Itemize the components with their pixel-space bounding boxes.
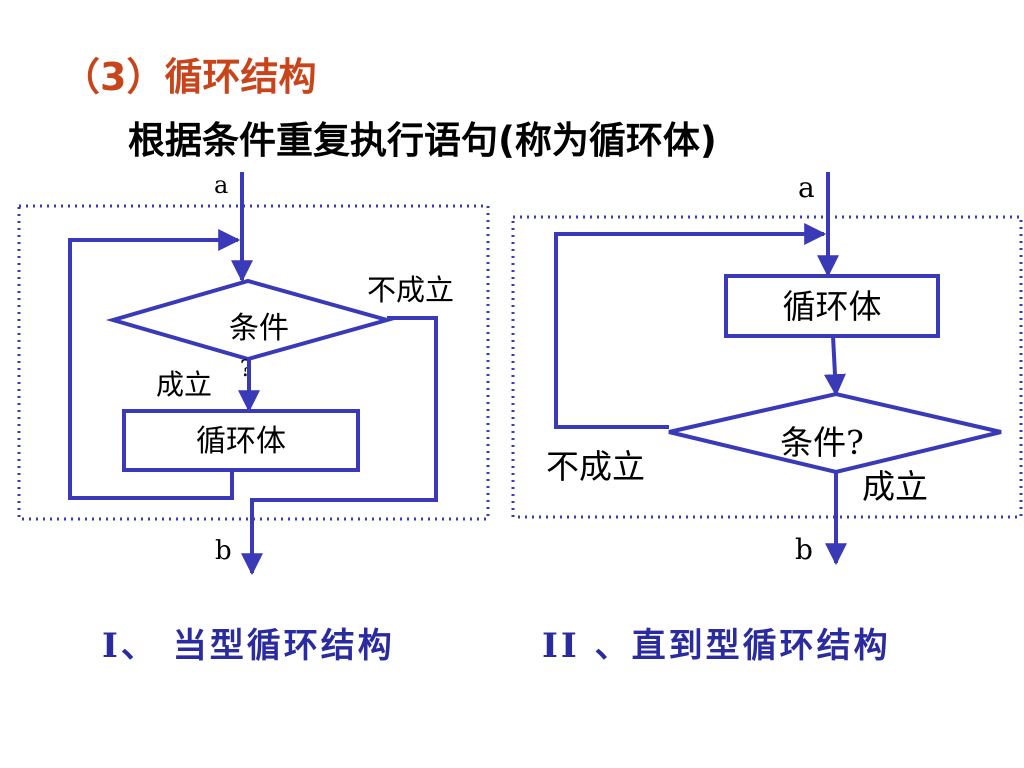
until-condition-diamond <box>668 391 1002 475</box>
until-exit-label: b <box>795 533 813 566</box>
while-condition-label: 条件 <box>229 311 289 346</box>
while-false-label: 不成立 <box>367 273 454 307</box>
until-body-to-condition-arrow <box>823 335 846 397</box>
while-entry-label: a <box>214 171 228 199</box>
section-description: 根据条件重复执行语句(称为循环体) <box>128 119 717 162</box>
until-loop-frame <box>511 215 1023 519</box>
while-loop-diagram: a 条件 ? 成立 循环体 不成立 b <box>17 171 490 576</box>
while-body-label: 循环体 <box>196 424 286 459</box>
until-loop-diagram: a 循环体 条件? 不成立 成立 b <box>511 171 1023 566</box>
until-false-label: 不成立 <box>546 447 645 486</box>
while-loop-caption: I、 当型循环结构 <box>102 626 395 666</box>
until-true-label: 成立 <box>862 467 928 506</box>
until-entry-label: a <box>798 171 815 204</box>
while-loop-back-line <box>68 229 241 500</box>
until-body-label: 循环体 <box>783 287 882 326</box>
until-loop-back-line <box>554 223 827 429</box>
until-loop-caption: II 、直到型循环结构 <box>542 626 891 666</box>
until-body-box <box>724 274 940 338</box>
until-condition-label: 条件? <box>780 423 864 462</box>
while-body-box <box>122 409 360 472</box>
section-heading: （3）循环结构 <box>62 55 317 99</box>
while-condition-mark: ? <box>240 357 252 382</box>
while-exit-label: b <box>215 536 232 566</box>
while-loop-frame <box>17 204 490 521</box>
while-true-label: 成立 <box>156 368 212 401</box>
while-exit-line <box>241 316 438 576</box>
